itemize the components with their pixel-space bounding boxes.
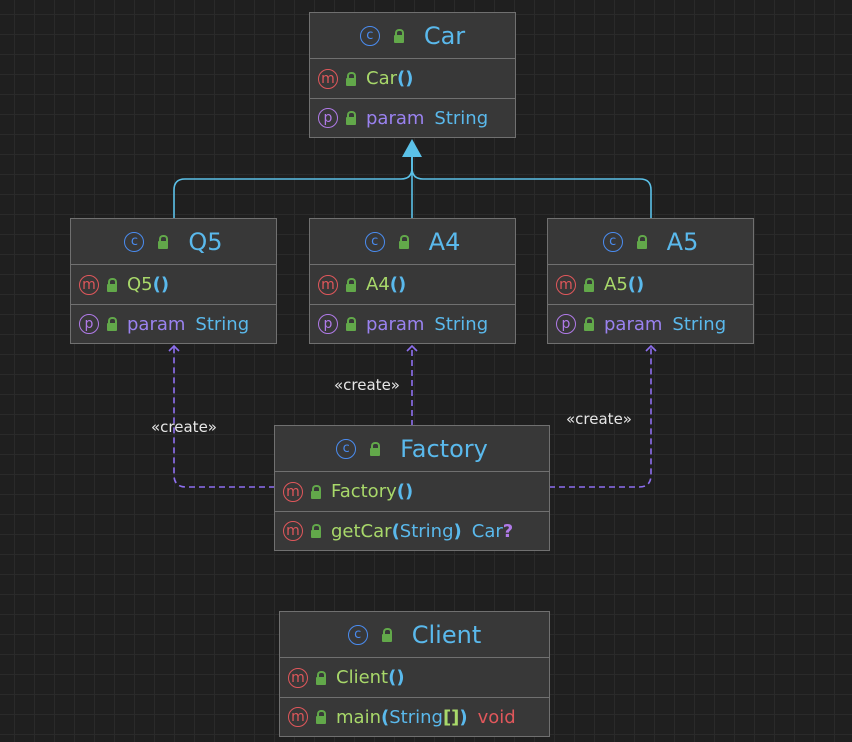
method-row[interactable]: m Q5() <box>71 265 276 304</box>
class-icon: c <box>124 231 145 252</box>
public-lock-icon <box>344 71 358 86</box>
method-row[interactable]: m Client() <box>280 658 549 697</box>
property-icon: p <box>318 108 338 128</box>
method-icon: m <box>318 274 338 295</box>
method-row[interactable]: m A4() <box>310 265 515 304</box>
property-name: param <box>366 107 425 129</box>
class-header: c Q5 <box>71 219 276 265</box>
property-name: param <box>366 313 425 335</box>
property-row[interactable]: p param String <box>548 304 753 343</box>
property-icon: p <box>79 314 99 334</box>
method-row[interactable]: m Factory() <box>275 472 549 511</box>
method-name: A5 <box>604 274 628 295</box>
create-label-a5: «create» <box>566 410 632 428</box>
method-name: Client <box>336 667 389 688</box>
method-name: Q5 <box>127 274 153 295</box>
method-icon: m <box>556 274 576 295</box>
public-lock-icon <box>582 277 596 292</box>
class-header: c Car <box>310 13 515 59</box>
class-car[interactable]: c Car m Car() p param String <box>309 12 516 138</box>
class-a5[interactable]: c A5 m A5() p param String <box>547 218 754 344</box>
public-lock-icon <box>344 277 358 292</box>
public-lock-icon <box>392 28 406 43</box>
property-icon: p <box>318 314 338 334</box>
create-factory-a5 <box>549 344 657 488</box>
class-name: Car <box>423 21 466 50</box>
return-type: Car <box>471 520 503 542</box>
method-icon: m <box>288 707 308 727</box>
public-lock-icon <box>368 441 382 456</box>
public-lock-icon <box>344 111 358 125</box>
class-icon: c <box>336 438 357 459</box>
method-name: getCar <box>331 520 392 542</box>
class-icon: c <box>347 624 368 645</box>
inheritance-a5-car <box>411 155 652 219</box>
property-type: String <box>195 313 250 335</box>
method-icon: m <box>79 274 99 295</box>
property-type: String <box>672 313 727 335</box>
class-name: Factory <box>400 434 488 463</box>
dependency-edges <box>168 344 657 488</box>
method-row[interactable]: m Car() <box>310 59 515 98</box>
property-type: String <box>434 107 489 129</box>
property-type: String <box>434 313 489 335</box>
inheritance-q5-car <box>173 155 413 219</box>
public-lock-icon <box>344 317 358 331</box>
public-lock-icon <box>397 234 411 249</box>
class-icon: c <box>364 231 385 252</box>
method-row[interactable]: m getCar(String)Car? <box>275 511 549 550</box>
param-type: String <box>389 706 443 728</box>
public-lock-icon <box>314 710 328 724</box>
property-row[interactable]: p param String <box>310 98 515 137</box>
method-icon: m <box>283 521 303 541</box>
inheritance-edges <box>173 155 652 219</box>
param-type: String <box>399 520 454 542</box>
class-header: c A4 <box>310 219 515 265</box>
class-name: A4 <box>428 227 461 256</box>
method-name: main <box>336 706 381 728</box>
class-name: Q5 <box>188 227 223 256</box>
method-name: Car <box>366 68 397 89</box>
method-icon: m <box>283 481 303 502</box>
property-row[interactable]: p param String <box>71 304 276 343</box>
method-icon: m <box>318 68 338 89</box>
public-lock-icon <box>309 524 323 538</box>
method-row[interactable]: m A5() <box>548 265 753 304</box>
method-icon: m <box>288 667 308 688</box>
public-lock-icon <box>582 317 596 331</box>
public-lock-icon <box>156 234 170 249</box>
property-icon: p <box>556 314 576 334</box>
public-lock-icon <box>105 277 119 292</box>
class-q5[interactable]: c Q5 m Q5() p param String <box>70 218 277 344</box>
nullable-marker: ? <box>502 520 514 542</box>
array-suffix: [] <box>442 706 460 728</box>
class-client[interactable]: c Client m Client() m main(String[])void <box>279 611 550 737</box>
property-row[interactable]: p param String <box>310 304 515 343</box>
method-name: A4 <box>366 274 390 295</box>
method-row[interactable]: m main(String[])void <box>280 697 549 736</box>
class-icon: c <box>359 25 380 46</box>
class-name: A5 <box>666 227 699 256</box>
class-header: c A5 <box>548 219 753 265</box>
public-lock-icon <box>380 627 394 642</box>
public-lock-icon <box>105 317 119 331</box>
public-lock-icon <box>635 234 649 249</box>
public-lock-icon <box>314 670 328 685</box>
class-header: c Factory <box>275 426 549 472</box>
create-factory-q5 <box>168 344 275 488</box>
property-name: param <box>604 313 663 335</box>
inheritance-arrowhead <box>402 139 422 157</box>
class-factory[interactable]: c Factory m Factory() m getCar(String)Ca… <box>274 425 550 551</box>
class-header: c Client <box>280 612 549 658</box>
return-type: void <box>477 706 516 728</box>
create-label-a4: «create» <box>334 376 400 394</box>
create-label-q5: «create» <box>151 418 217 436</box>
method-name: Factory <box>331 481 397 502</box>
class-name: Client <box>411 620 482 649</box>
public-lock-icon <box>309 484 323 499</box>
class-a4[interactable]: c A4 m A4() p param String <box>309 218 516 344</box>
class-icon: c <box>602 231 623 252</box>
property-name: param <box>127 313 186 335</box>
